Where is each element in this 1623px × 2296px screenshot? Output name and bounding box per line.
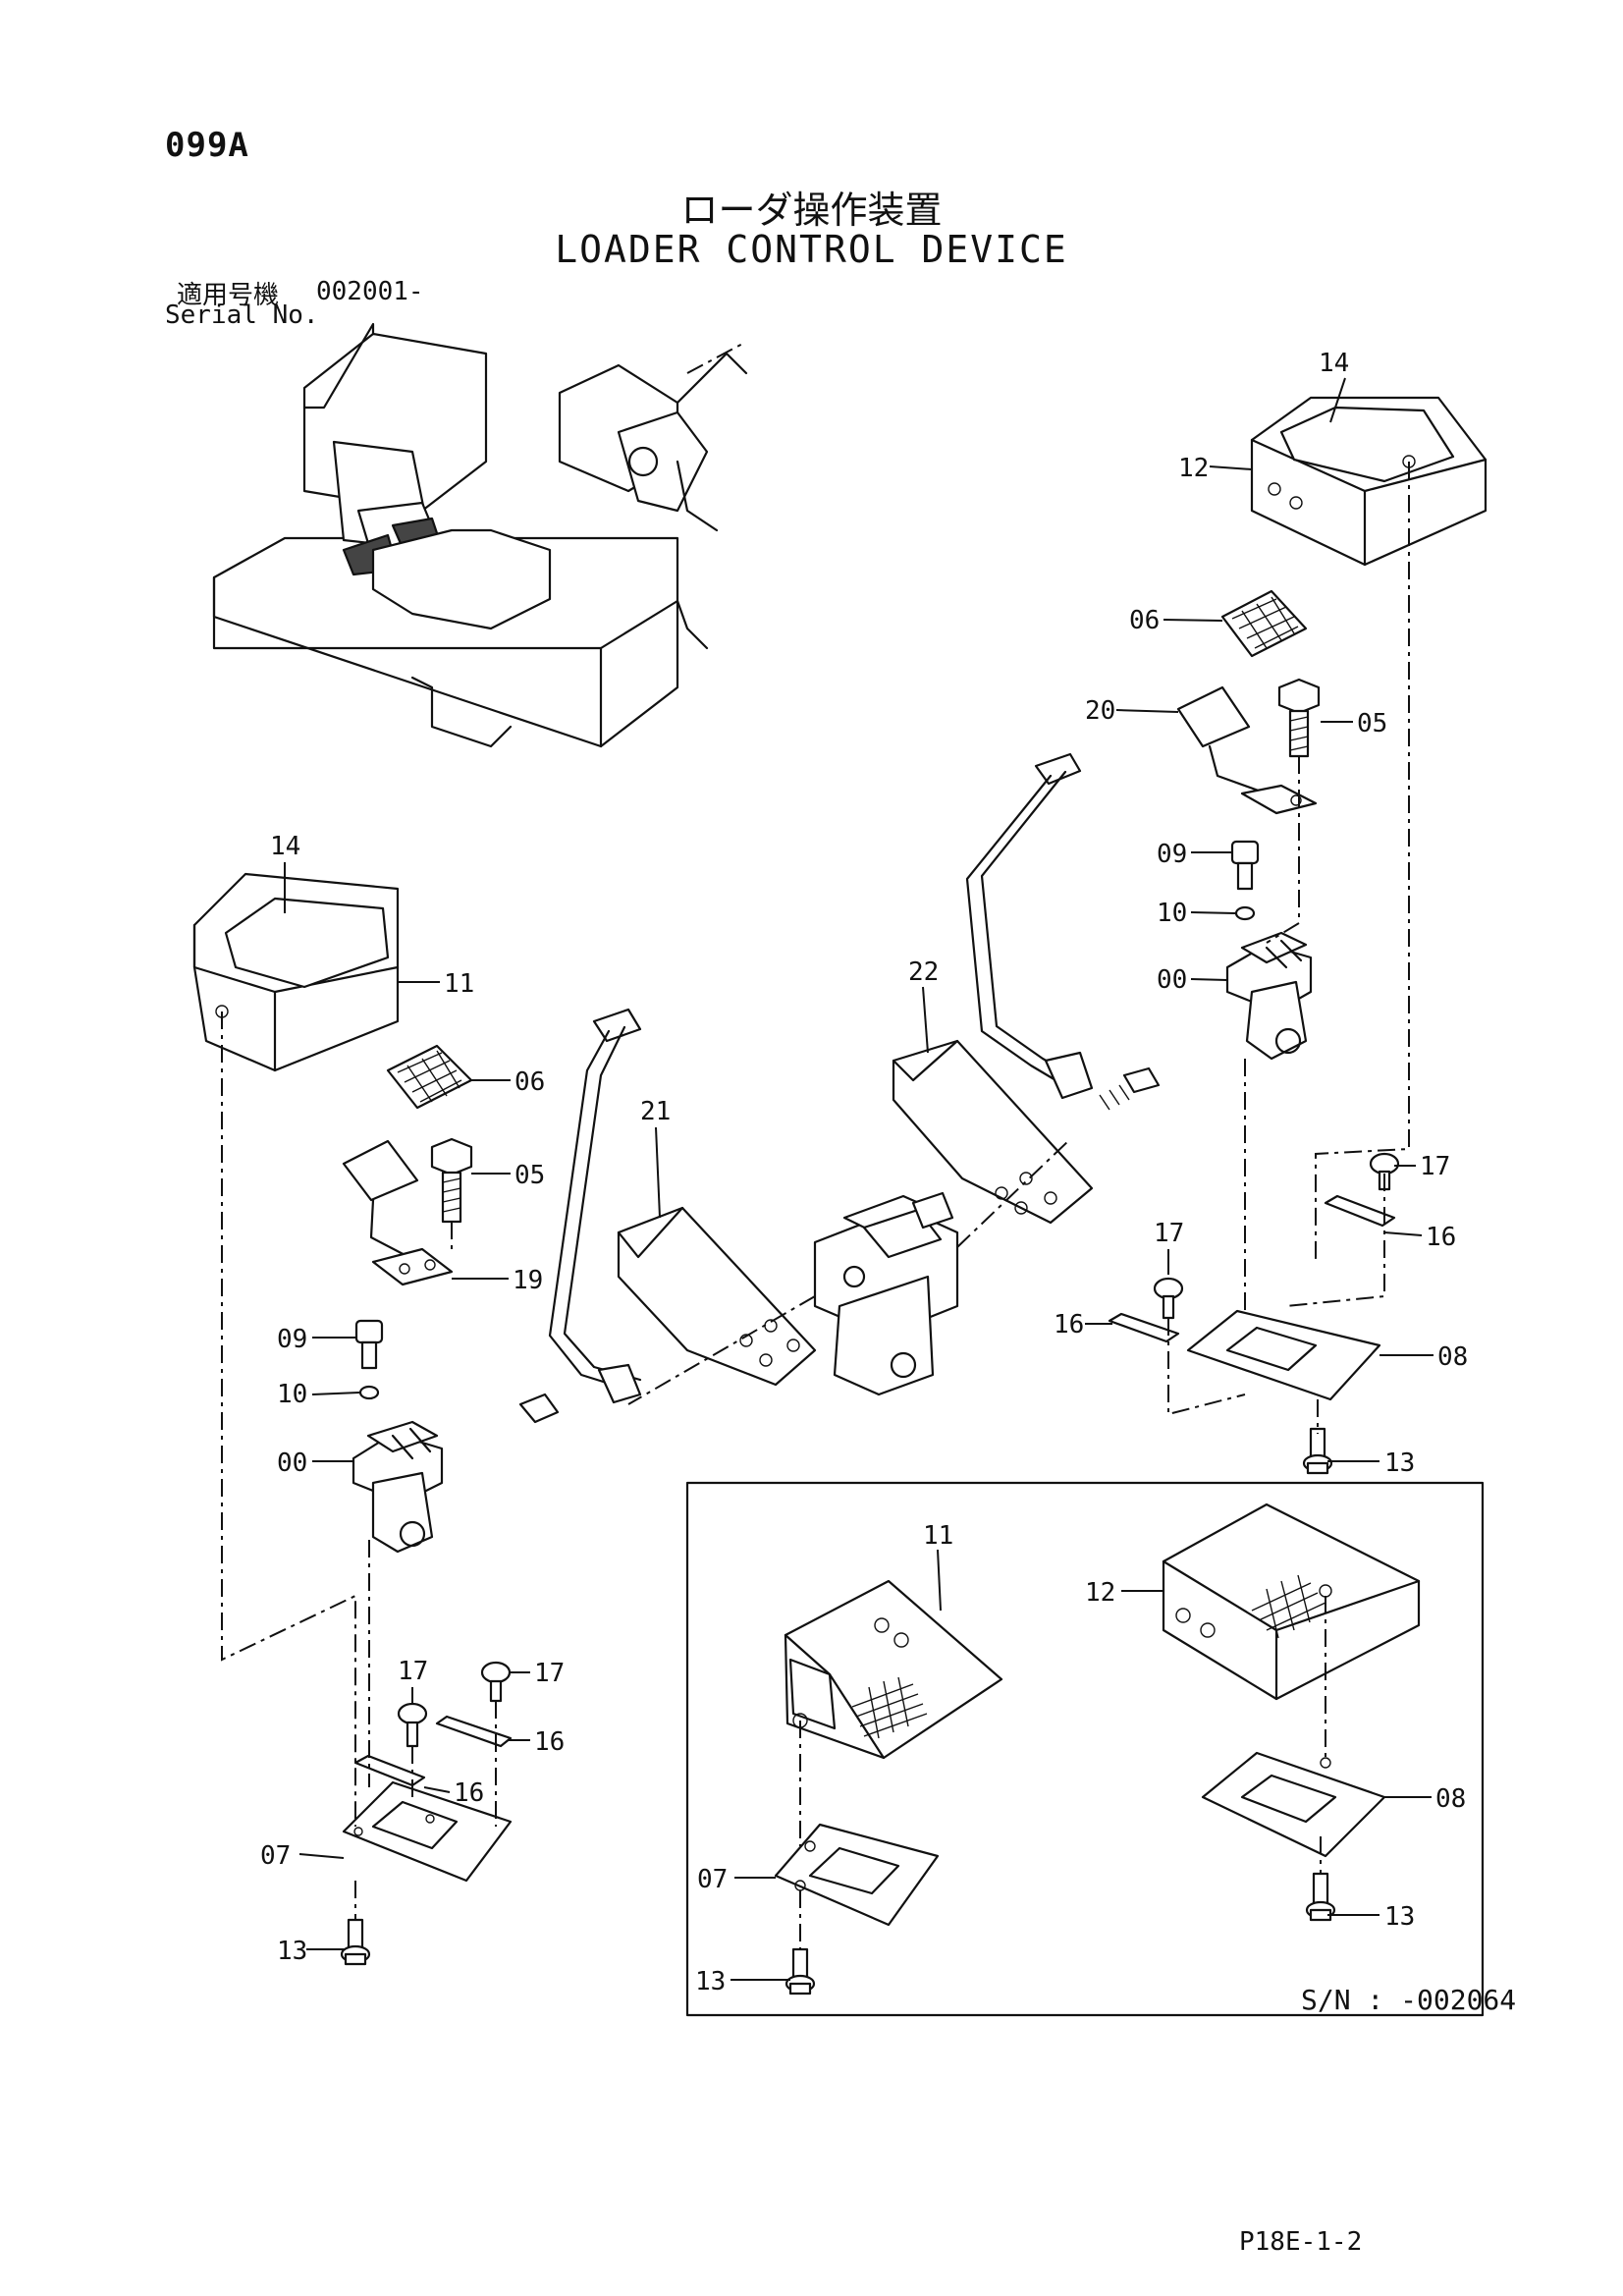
callout-13-right: 13 xyxy=(1384,1449,1415,1478)
page-number: P18E-1-2 xyxy=(1239,2227,1363,2257)
callout-13-left: 13 xyxy=(277,1937,307,1966)
callout-00-right: 00 xyxy=(1157,965,1187,995)
left-bracket-b xyxy=(435,1715,513,1748)
page-title-japanese: ローダ操作装置 xyxy=(680,189,943,232)
callout-13-inset-left: 13 xyxy=(695,1967,726,1996)
callout-08-inset: 08 xyxy=(1435,1784,1466,1814)
machine-overview-sketch xyxy=(212,322,748,748)
inset-frame xyxy=(685,1481,1485,2017)
callout-11-left: 11 xyxy=(444,969,474,999)
callout-07-left: 07 xyxy=(260,1841,291,1871)
left-pedal-arm xyxy=(342,1139,454,1286)
callout-05-left: 05 xyxy=(514,1161,545,1190)
callout-12-right: 12 xyxy=(1178,454,1209,483)
catalog-section-code: 099A xyxy=(165,126,249,165)
callout-17-right-b: 17 xyxy=(1154,1219,1184,1248)
left-washer xyxy=(358,1385,380,1400)
right-bracket-a xyxy=(1108,1312,1180,1343)
left-pilot-valve xyxy=(352,1420,444,1554)
callout-13-inset-right: 13 xyxy=(1384,1902,1415,1932)
callout-16-left-a: 16 xyxy=(534,1727,565,1757)
right-console-housing xyxy=(1250,396,1488,567)
assembly-center-lines xyxy=(221,462,1410,1920)
inset-serial-note: S/N : -002064 xyxy=(1301,1984,1517,2016)
callout-20: 20 xyxy=(1085,696,1115,726)
right-control-lever xyxy=(892,752,1161,1225)
callout-17-left-b: 17 xyxy=(534,1659,565,1688)
right-pilot-valve xyxy=(1225,931,1313,1061)
left-pedal-pad xyxy=(386,1044,473,1110)
callout-22: 22 xyxy=(908,957,939,987)
callout-11-inset: 11 xyxy=(923,1521,953,1551)
callout-10-left: 10 xyxy=(277,1380,307,1409)
central-valve-body xyxy=(627,1138,1071,1405)
inset-assembly-lines xyxy=(799,1596,1326,1949)
callout-17-right-a: 17 xyxy=(1420,1152,1450,1181)
right-mounting-plate xyxy=(1186,1309,1381,1401)
right-bracket-b xyxy=(1324,1194,1396,1228)
left-mounting-bolt xyxy=(340,1918,371,1966)
callout-leader-lines xyxy=(284,377,1434,1981)
callout-07-inset: 07 xyxy=(697,1865,728,1894)
serial-number-range: 002001- xyxy=(316,277,424,306)
callout-21: 21 xyxy=(640,1097,671,1126)
inset-right-plate xyxy=(1201,1751,1386,1858)
page-title: LOADER CONTROL DEVICE xyxy=(555,228,1068,271)
right-socket-bolt xyxy=(1230,840,1260,891)
left-bracket-a xyxy=(353,1754,426,1787)
callout-09-left: 09 xyxy=(277,1325,307,1354)
callout-14-right: 14 xyxy=(1319,349,1349,378)
serial-label: Serial No. xyxy=(165,301,319,330)
serial-label-japanese: 適用号機 xyxy=(177,281,280,310)
callout-08-right: 08 xyxy=(1437,1342,1468,1372)
left-socket-bolt xyxy=(354,1319,384,1370)
callout-16-right-b: 16 xyxy=(1054,1310,1084,1339)
right-washer xyxy=(1234,905,1256,921)
callout-16-left-b: 16 xyxy=(454,1778,484,1808)
left-pushbutton-b xyxy=(480,1661,512,1703)
callout-06-right: 06 xyxy=(1129,606,1160,635)
right-pedal-arm xyxy=(1176,685,1318,815)
callout-10-right: 10 xyxy=(1157,899,1187,928)
left-mounting-plate xyxy=(342,1780,513,1883)
left-console-housing xyxy=(192,872,400,1072)
callout-14-left: 14 xyxy=(270,832,300,861)
left-pushbutton-a xyxy=(397,1702,428,1748)
right-bolt xyxy=(1277,678,1321,758)
callout-09-right: 09 xyxy=(1157,840,1187,869)
callout-16-right-a: 16 xyxy=(1426,1223,1456,1252)
inset-left-housing xyxy=(784,1579,1003,1760)
right-mounting-bolt xyxy=(1302,1427,1333,1475)
callout-19: 19 xyxy=(513,1266,543,1295)
inset-left-bolt xyxy=(784,1947,816,1995)
right-pushbutton-a xyxy=(1153,1277,1184,1320)
callout-labels: 14 12 06 20 05 09 10 00 22 21 14 11 06 0… xyxy=(260,349,1468,1996)
inset-right-housing xyxy=(1162,1503,1421,1701)
left-control-lever xyxy=(518,1008,817,1424)
callout-17-left-a: 17 xyxy=(398,1657,428,1686)
left-bolt xyxy=(430,1137,473,1224)
inset-left-plate xyxy=(774,1823,940,1927)
callout-06-left: 06 xyxy=(514,1067,545,1097)
callout-12-inset: 12 xyxy=(1085,1578,1115,1608)
callout-05-right: 05 xyxy=(1357,709,1387,738)
right-pedal-pad xyxy=(1220,589,1308,658)
callout-00-left: 00 xyxy=(277,1449,307,1478)
inset-right-bolt xyxy=(1305,1872,1336,1922)
